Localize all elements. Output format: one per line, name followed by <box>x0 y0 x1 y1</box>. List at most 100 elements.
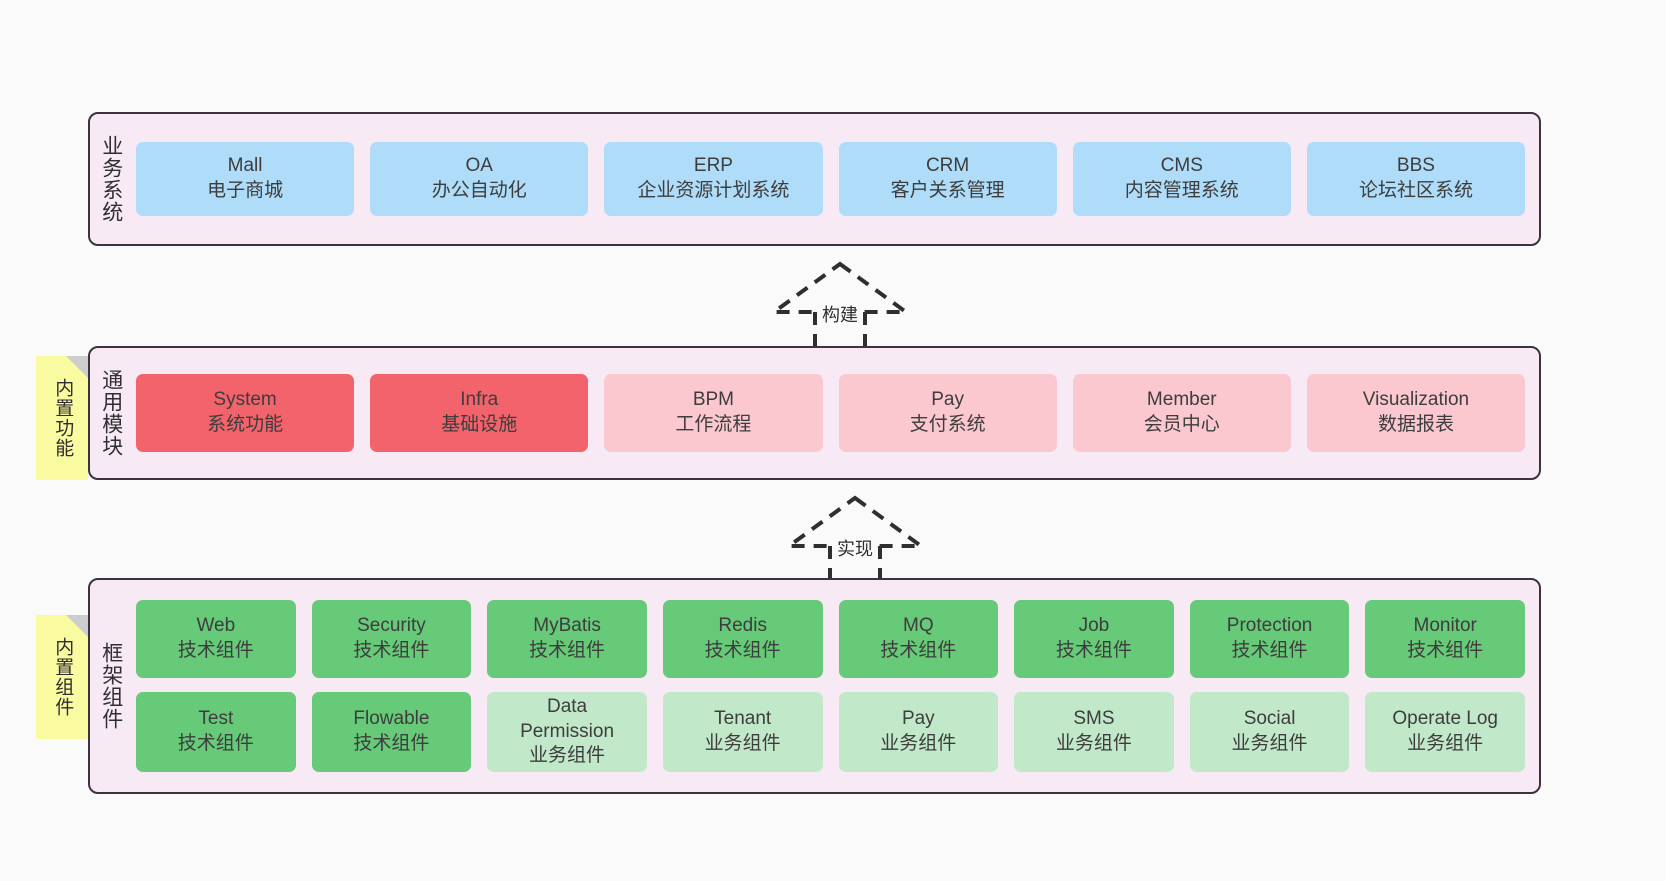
card-title: Flowable <box>353 708 430 730</box>
card-row: Mall 电子商城 OA 办公自动化 ERP 企业资源计划系统 CRM 客户关系… <box>136 142 1526 216</box>
card-flowable[interactable]: Flowable 技术组件 <box>311 692 472 772</box>
card-row: Web 技术组件 Security 技术组件 MyBatis 技术组件 Redi… <box>136 600 1525 678</box>
card-operate-log[interactable]: Operate Log 业务组件 <box>1365 692 1525 772</box>
card-title: System <box>213 389 277 411</box>
card-subtitle: 技术组件 <box>353 733 430 754</box>
layer-framework-components[interactable]: 框架组件 Web 技术组件 Security 技术组件 MyBatis 技术组件… <box>88 578 1541 794</box>
card-title: CRM <box>925 155 970 177</box>
connector-implement: 实现 <box>775 492 935 590</box>
card-subtitle: 技术组件 <box>1231 640 1308 661</box>
card-title: Social <box>1243 708 1296 730</box>
card-subtitle: 技术组件 <box>529 640 606 661</box>
card-visualization[interactable]: Visualization 数据报表 <box>1306 374 1526 452</box>
layer-title-framework-components: 框架组件 <box>99 642 123 730</box>
card-subtitle: 电子商城 <box>207 180 284 201</box>
connector-build-label: 构建 <box>819 305 861 326</box>
layer-business-systems[interactable]: 业务系统 Mall 电子商城 OA 办公自动化 ERP 企业资源计划系统 CRM… <box>88 112 1541 246</box>
card-subtitle: 技术组件 <box>177 733 254 754</box>
card-subtitle: 业务组件 <box>704 733 781 754</box>
layer-body-framework-components: Web 技术组件 Security 技术组件 MyBatis 技术组件 Redi… <box>132 580 1539 792</box>
card-title: Member <box>1146 389 1217 411</box>
card-mybatis[interactable]: MyBatis 技术组件 <box>487 600 647 678</box>
card-title: CMS <box>1160 155 1203 177</box>
card-subtitle: 技术组件 <box>1055 640 1132 661</box>
card-subtitle: 办公自动化 <box>431 180 527 201</box>
layer-body-business-systems: Mall 电子商城 OA 办公自动化 ERP 企业资源计划系统 CRM 客户关系… <box>132 114 1539 244</box>
layer-body-common-modules: System 系统功能 Infra 基础设施 BPM 工作流程 Pay 支付系统… <box>132 348 1539 478</box>
card-sms[interactable]: SMS 业务组件 <box>1014 692 1174 772</box>
card-data-permission[interactable]: Data Permission 业务组件 <box>487 692 647 772</box>
card-title: Security <box>357 615 426 637</box>
card-title: SMS <box>1073 708 1115 730</box>
card-title: Job <box>1078 615 1110 637</box>
card-subtitle: 系统功能 <box>207 414 284 435</box>
card-title: BBS <box>1396 155 1435 177</box>
card-bpm[interactable]: BPM 工作流程 <box>604 374 823 452</box>
card-job[interactable]: Job 技术组件 <box>1014 600 1174 678</box>
card-crm[interactable]: CRM 客户关系管理 <box>838 142 1057 216</box>
connector-implement-label: 实现 <box>834 539 876 560</box>
card-title: Test <box>198 708 234 730</box>
card-subtitle: 业务组件 <box>1407 733 1484 754</box>
card-title: Data Permission <box>520 695 615 742</box>
card-subtitle: 客户关系管理 <box>890 180 1005 201</box>
card-title: Pay <box>931 389 964 411</box>
card-oa[interactable]: OA 办公自动化 <box>370 142 589 216</box>
card-title: Operate Log <box>1392 708 1498 730</box>
card-subtitle: 业务组件 <box>1231 733 1308 754</box>
card-subtitle: 基础设施 <box>441 414 518 435</box>
card-system[interactable]: System 系统功能 <box>136 374 355 452</box>
note-builtin-features: 内置功能 <box>36 356 88 480</box>
card-subtitle: 企业资源计划系统 <box>637 180 790 201</box>
card-subtitle: 技术组件 <box>704 640 781 661</box>
card-redis[interactable]: Redis 技术组件 <box>662 600 823 678</box>
card-pay-business[interactable]: Pay 业务组件 <box>838 692 999 772</box>
card-subtitle: 支付系统 <box>909 414 986 435</box>
card-title: Protection <box>1226 615 1313 637</box>
layer-common-modules[interactable]: 通用模块 System 系统功能 Infra 基础设施 BPM 工作流程 Pay… <box>88 346 1541 480</box>
card-subtitle: 技术组件 <box>177 640 254 661</box>
layer-title-business-systems: 业务系统 <box>99 135 123 223</box>
card-title: Visualization <box>1362 389 1470 411</box>
card-pay[interactable]: Pay 支付系统 <box>838 374 1057 452</box>
card-title: OA <box>465 155 493 177</box>
card-title: Redis <box>718 615 767 637</box>
card-title: MyBatis <box>533 615 601 637</box>
card-title: Infra <box>460 389 499 411</box>
card-subtitle: 技术组件 <box>353 640 430 661</box>
connector-build: 构建 <box>760 258 920 356</box>
card-subtitle: 技术组件 <box>880 640 957 661</box>
card-subtitle: 工作流程 <box>675 414 752 435</box>
card-test[interactable]: Test 技术组件 <box>136 692 296 772</box>
card-title: Monitor <box>1413 615 1477 637</box>
card-cms[interactable]: CMS 内容管理系统 <box>1072 142 1291 216</box>
card-title: ERP <box>693 155 733 177</box>
card-security[interactable]: Security 技术组件 <box>311 600 472 678</box>
card-subtitle: 业务组件 <box>880 733 957 754</box>
card-tenant[interactable]: Tenant 业务组件 <box>662 692 823 772</box>
card-subtitle: 会员中心 <box>1143 414 1220 435</box>
card-title: MQ <box>903 615 934 637</box>
card-social[interactable]: Social 业务组件 <box>1189 692 1350 772</box>
card-mq[interactable]: MQ 技术组件 <box>838 600 999 678</box>
card-row: System 系统功能 Infra 基础设施 BPM 工作流程 Pay 支付系统… <box>136 374 1526 452</box>
card-row: Test 技术组件 Flowable 技术组件 Data Permission … <box>136 692 1525 772</box>
card-infra[interactable]: Infra 基础设施 <box>370 374 589 452</box>
card-bbs[interactable]: BBS 论坛社区系统 <box>1306 142 1526 216</box>
card-title: Mall <box>227 155 263 177</box>
card-member[interactable]: Member 会员中心 <box>1072 374 1291 452</box>
card-monitor[interactable]: Monitor 技术组件 <box>1365 600 1525 678</box>
card-subtitle: 内容管理系统 <box>1124 180 1239 201</box>
card-subtitle: 数据报表 <box>1377 414 1454 435</box>
card-erp[interactable]: ERP 企业资源计划系统 <box>604 142 823 216</box>
card-title: Tenant <box>714 708 772 730</box>
card-subtitle: 业务组件 <box>529 745 606 767</box>
card-subtitle: 业务组件 <box>1055 733 1132 754</box>
card-protection[interactable]: Protection 技术组件 <box>1189 600 1350 678</box>
card-subtitle: 技术组件 <box>1407 640 1484 661</box>
card-subtitle: 论坛社区系统 <box>1358 180 1473 201</box>
card-web[interactable]: Web 技术组件 <box>136 600 296 678</box>
card-title: Web <box>196 615 236 637</box>
card-mall[interactable]: Mall 电子商城 <box>136 142 355 216</box>
